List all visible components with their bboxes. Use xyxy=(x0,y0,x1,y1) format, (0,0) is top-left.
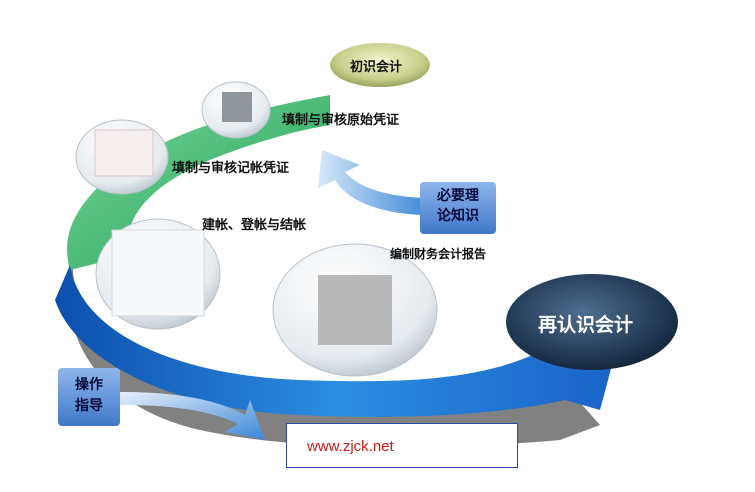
arrow-guide xyxy=(120,392,265,440)
guide-box-text: 操作 指导 xyxy=(58,375,120,417)
oval-initial xyxy=(330,43,430,87)
band-blue xyxy=(55,265,620,417)
guide-line-2: 指导 xyxy=(75,398,103,414)
label-ledger: 建帐、登帐与结帐 xyxy=(202,218,307,233)
arrow-theory xyxy=(318,150,430,215)
box-theory xyxy=(420,182,496,234)
url-box: www.zjck.net xyxy=(286,423,518,468)
band-green xyxy=(67,95,331,270)
label-original-voucher: 填制与审核原始凭证 xyxy=(282,113,400,128)
theory-line-1: 必要理 xyxy=(437,188,479,204)
band-shadow xyxy=(68,185,600,448)
bubble-report xyxy=(272,243,438,377)
site-url[interactable]: www.zjck.net xyxy=(307,438,394,455)
label-report: 编制财务会计报告 xyxy=(390,247,487,261)
bubble-original-voucher xyxy=(201,81,271,139)
theory-box-text: 必要理 论知识 xyxy=(420,186,496,226)
oval-reunderstand xyxy=(506,274,678,370)
label-reunderstand: 再认识会计 xyxy=(538,314,634,336)
guide-line-1: 操作 xyxy=(75,377,103,393)
label-initial: 初识会计 xyxy=(350,60,403,75)
box-guide xyxy=(58,368,120,426)
label-bookkeeping-voucher: 填制与审核记帐凭证 xyxy=(172,161,290,176)
bubble-bookkeeping-voucher xyxy=(75,119,169,195)
theory-line-2: 论知识 xyxy=(437,208,479,224)
bubble-ledger xyxy=(95,218,221,330)
